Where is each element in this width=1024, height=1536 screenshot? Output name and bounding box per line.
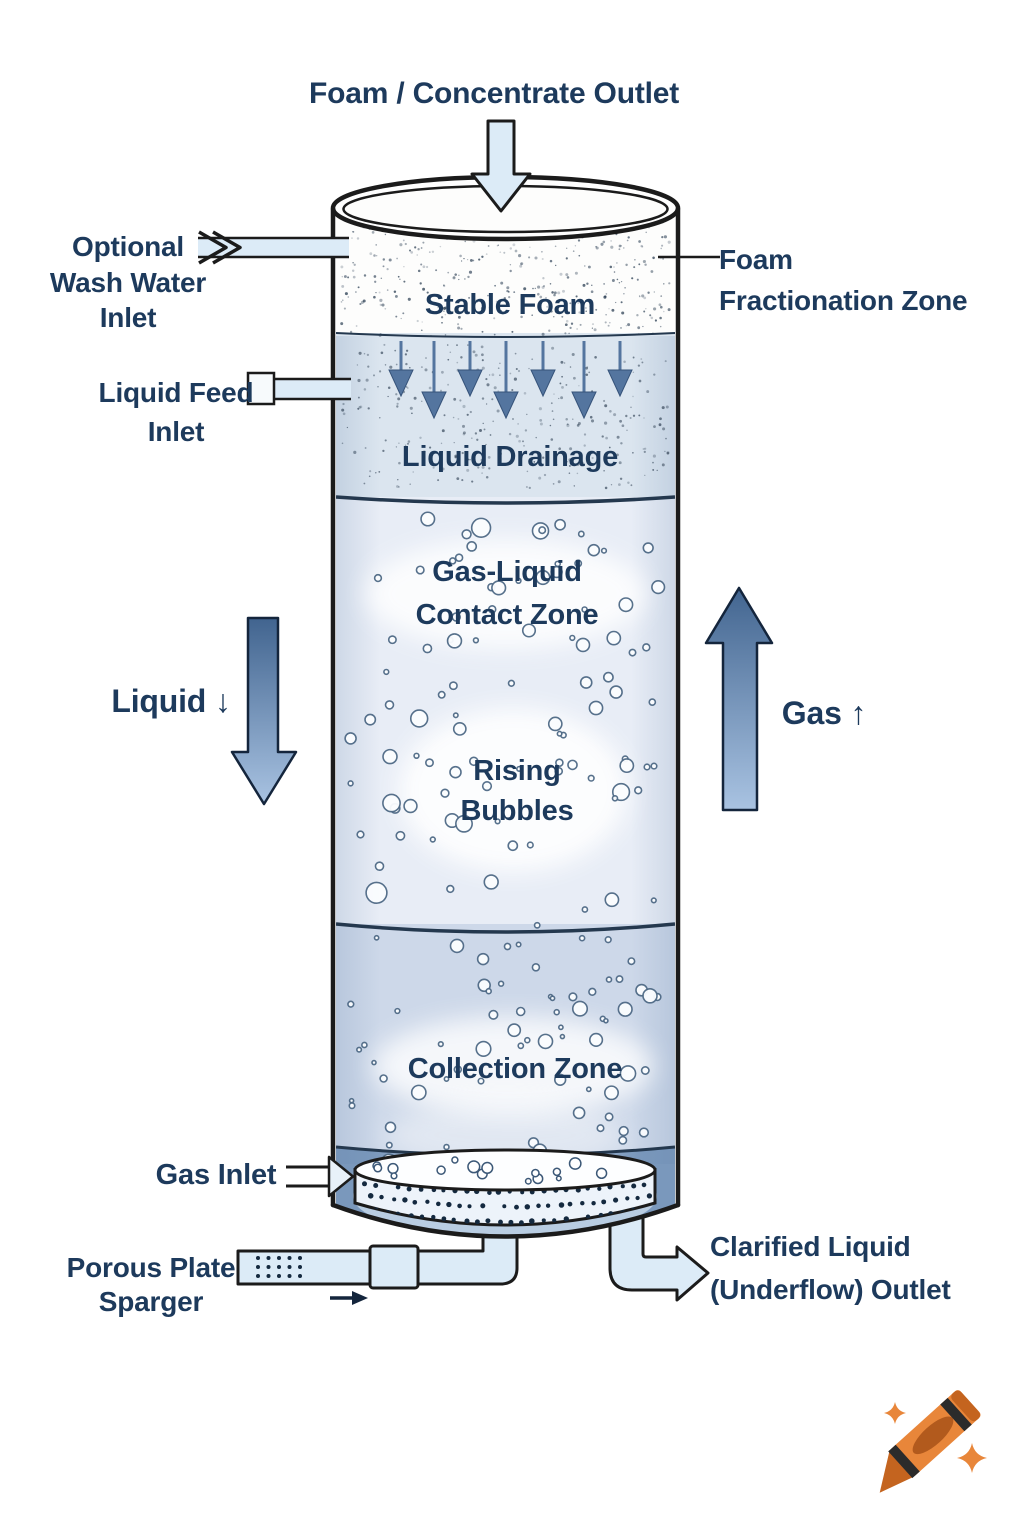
label-foam-fractionation-zone: Foam Fractionation Zone bbox=[719, 244, 968, 316]
label-rising-bubbles: Rising Bubbles bbox=[460, 755, 574, 828]
label-gas-inlet: Gas Inlet bbox=[155, 1159, 277, 1191]
liquid-feed-pipe bbox=[246, 371, 351, 406]
plate-bubbles-graphic bbox=[372, 1156, 608, 1185]
sparger-gas-pipe bbox=[236, 1228, 519, 1305]
label-gas-upflow: Gas ↑ bbox=[781, 695, 867, 731]
clarified-outlet-arrow bbox=[608, 1198, 710, 1302]
label-liquid-drainage: Liquid Drainage bbox=[401, 441, 619, 473]
sparkle-icon bbox=[884, 1402, 906, 1424]
label-gas-liquid-contact-zone: Gas-Liquid Contact Zone bbox=[415, 556, 599, 631]
label-collection-zone: Collection Zone bbox=[407, 1053, 623, 1085]
porous-plate-disc bbox=[353, 1148, 657, 1227]
label-porous-plate-sparger: Porous Plate Sparger bbox=[66, 1252, 236, 1317]
label-wash-water-inlet: Optional Wash Water Inlet bbox=[49, 231, 207, 334]
crayon-logo-icon bbox=[879, 1390, 987, 1493]
gas-inlet-arrow bbox=[286, 1155, 355, 1198]
label-clarified-liquid-outlet: Clarified Liquid (Underflow) Outlet bbox=[710, 1231, 951, 1306]
drainage-arrows bbox=[388, 341, 633, 420]
label-liquid-feed-inlet: Liquid Feed Inlet bbox=[98, 377, 254, 447]
column-bottom bbox=[330, 1202, 681, 1239]
foam-outlet-arrow bbox=[470, 119, 532, 213]
label-stable-foam: Stable Foam bbox=[424, 289, 596, 321]
gas-upflow-arrow bbox=[704, 586, 774, 812]
liquid-downflow-arrow bbox=[230, 616, 298, 806]
sparger-holes-pattern bbox=[256, 1256, 302, 1278]
sparkle-icon bbox=[957, 1443, 987, 1473]
gas-flow-direction-icon bbox=[330, 1291, 368, 1305]
wash-water-pipe bbox=[198, 230, 349, 265]
label-foam-outlet: Foam / Concentrate Outlet bbox=[308, 77, 680, 110]
label-liquid-downflow: Liquid ↓ bbox=[111, 683, 231, 719]
column-vessel bbox=[330, 174, 720, 1239]
rising-bubbles-graphic bbox=[344, 511, 666, 929]
